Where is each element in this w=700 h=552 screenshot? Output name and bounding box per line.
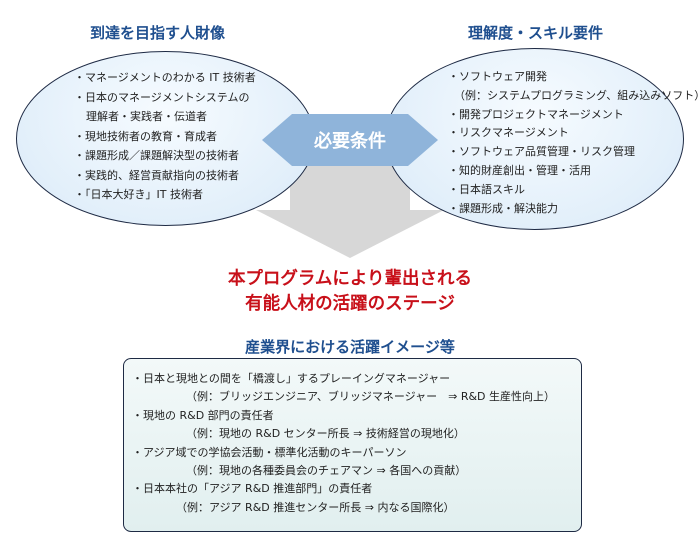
list-item: ・リスクマネージメント (448, 126, 569, 140)
list-item: ・課題形成／課題解決型の技術者 (74, 149, 239, 162)
required-conditions-label: 必要条件 (314, 131, 386, 152)
list-item: 理解者・実践者・伝道者 (86, 110, 207, 123)
industry-role-list: ・日本と現地との間を「橋渡し」するプレーイングマネージャー （例：ブリッジエンジ… (132, 370, 555, 517)
list-item: （例：アジア R&D 推進センター所長 ⇒ 内なる国際化） (176, 500, 455, 514)
list-item: ・現地の R&D 部門の責任者 (132, 408, 274, 422)
list-item: （例：現地の各種委員会のチェアマン ⇒ 各国への貢献） (186, 464, 467, 478)
list-item: ・課題形成・解決能力 (448, 201, 558, 215)
list-item: ・実践的、経営貢献指向の技術者 (74, 168, 239, 182)
target-talent-list: ・マネージメントのわかる IT 技術者 ・日本のマネージメントシステムの 理解者… (74, 68, 256, 205)
left-heading: 到達を目指す人財像 (90, 24, 226, 42)
list-item: （例：ブリッジエンジニア、ブリッジマネージャー ⇒ R&D 生産性向上） (186, 390, 556, 404)
list-item: ・日本本社の「アジア R&D 推進部門」の責任者 (132, 482, 373, 496)
industry-heading: 産業界における活躍イメージ等 (245, 338, 455, 356)
list-item: ・知的財産創出・管理・活用 (448, 163, 591, 177)
skill-requirements-list: ・ソフトウェア開発 （例：システムプログラミング、組み込みソフト） ・開発プロジ… (448, 68, 700, 218)
list-item: ・ソフトウェア品質管理・リスク管理 (448, 145, 635, 159)
list-item: ・アジア域での学協会活動・標準化活動のキーパーソン (132, 445, 407, 459)
list-item: ・「日本大好き」IT 技術者 (74, 188, 203, 201)
result-line-1: 本プログラムにより輩出される (227, 269, 473, 289)
list-item: （例：システムプログラミング、組み込みソフト） (454, 88, 700, 102)
list-item: ・マネージメントのわかる IT 技術者 (74, 71, 256, 84)
list-item: ・開発プロジェクトマネージメント (448, 107, 624, 121)
industry-role-box (123, 358, 582, 532)
list-item: ・日本のマネージメントシステムの (74, 90, 250, 104)
result-line-2: 有能人材の活躍のステージ (245, 294, 455, 314)
list-item: （例：現地の R&D センター所長 ⇒ 技術経営の現地化） (186, 427, 465, 441)
right-heading: 理解度・スキル要件 (468, 24, 604, 42)
list-item: ・現地技術者の教育・育成者 (74, 129, 217, 143)
list-item: ・ソフトウェア開発 (448, 70, 547, 83)
double-arrow-icon (262, 114, 438, 166)
list-item: ・日本と現地との間を「橋渡し」するプレーイングマネージャー (132, 372, 451, 385)
list-item: ・日本語スキル (448, 182, 525, 196)
